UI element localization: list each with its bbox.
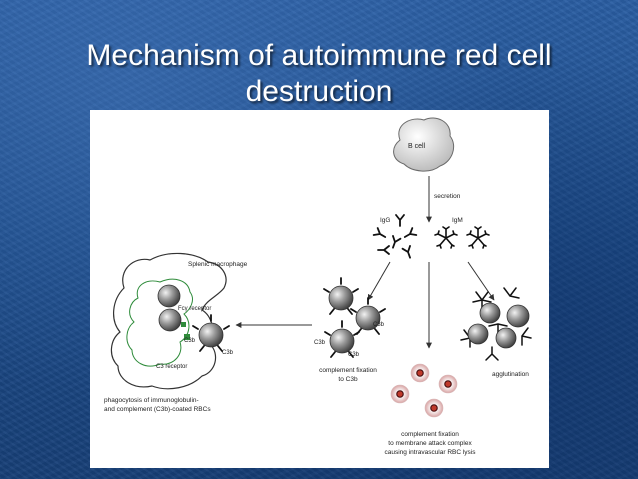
c3b-label: C3b: [314, 340, 326, 346]
igm-pentamers: [434, 226, 490, 249]
lysed-rbcs: [390, 363, 458, 418]
mac-caption-line-3: causing intravascular RBC lysis: [384, 449, 476, 456]
b-cell: B cell: [393, 117, 455, 172]
igm-label: IgM: [452, 217, 463, 224]
mac-caption-line-2: to membrane attack complex: [388, 440, 472, 447]
slide-title-line-2: destruction: [245, 75, 393, 108]
c3-receptor-label: C3 receptor: [156, 364, 187, 370]
splenic-macrophage-label: Splenic macrophage: [188, 261, 248, 268]
c3-receptor-marker: [184, 334, 190, 340]
phagocytosis-caption-line-2: and complement (C3b)-coated RBCs: [104, 406, 211, 413]
slide-title: Mechanism of autoimmune red cell destruc…: [20, 38, 618, 110]
diagram-panel: B cell secretion IgG IgM: [90, 110, 549, 468]
c3b-label: C3b: [184, 338, 196, 344]
slide-title-line-1: Mechanism of autoimmune red cell: [86, 39, 552, 72]
mac-caption-line-1: complement fixation: [401, 431, 459, 438]
phagocytosis-caption-line-1: phagocytosis of immunoglobulin-: [104, 397, 199, 404]
secretion-label: secretion: [434, 193, 461, 200]
arrow-to-complement-c3b: [367, 261, 391, 301]
fc-receptor-label: Fcγ receptor: [178, 306, 211, 312]
lysed-rbc: [390, 384, 410, 404]
igg-antibodies: [372, 214, 418, 259]
igg-label: IgG: [380, 217, 390, 224]
c3b-coated-rbcs: C3b C3b C3b: [314, 277, 386, 358]
b-cell-label: B cell: [408, 143, 426, 150]
splenic-macrophage: [110, 252, 230, 390]
fc-receptor-marker: [181, 322, 186, 327]
complement-c3b-caption-line-2: to C3b: [338, 376, 358, 383]
complement-c3b-caption-line-1: complement fixation: [319, 367, 377, 374]
c3b-rbc: [324, 320, 360, 358]
c3b-label: C3b: [222, 350, 234, 356]
c3b-rbc: [350, 297, 386, 335]
mechanism-diagram: B cell secretion IgG IgM: [104, 117, 532, 456]
c3b-label: C3b: [373, 322, 385, 328]
lysed-rbc: [438, 374, 458, 394]
lysed-rbc: [410, 363, 430, 383]
c3b-rbc: [323, 277, 359, 315]
lysed-rbc: [424, 398, 444, 418]
c3b-label: C3b: [348, 352, 360, 358]
agglutination-label: agglutination: [492, 371, 529, 378]
arrow-to-agglutination: [467, 261, 495, 301]
agglutinated-rbcs: [460, 287, 532, 361]
